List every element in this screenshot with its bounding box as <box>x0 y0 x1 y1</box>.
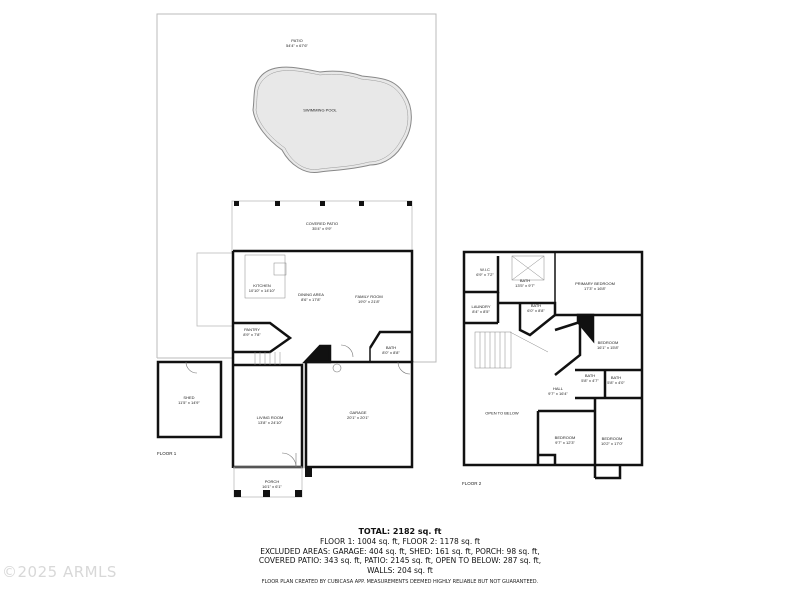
floor1-label: FLOOR 1 <box>157 451 177 456</box>
walls-area: WALLS: 204 sq. ft <box>367 565 433 575</box>
copyright-icon: © <box>2 563 18 581</box>
floor2-walls <box>462 250 644 480</box>
porch <box>233 466 312 498</box>
floor1-walls <box>231 249 414 469</box>
total-area: TOTAL: 2182 sq. ft <box>358 527 442 536</box>
patio-outline <box>156 13 437 363</box>
floor2-label: FLOOR 2 <box>462 481 482 486</box>
excluded-areas-2: COVERED PATIO: 343 sq. ft, PATIO: 2145 s… <box>258 556 542 566</box>
excluded-areas-1: EXCLUDED AREAS: GARAGE: 404 sq. ft, SHED… <box>260 546 540 556</box>
disclaimer: FLOOR PLAN CREATED BY CUBICASA APP. MEAS… <box>261 579 539 585</box>
area-summary: TOTAL: 2182 sq. ft FLOOR 1: 1004 sq. ft,… <box>0 527 800 575</box>
watermark: ©2025 ARMLS <box>2 563 117 581</box>
room-label-swimming-pool: SWIMMING POOL <box>303 107 337 113</box>
room-label-open-to-below: OPEN TO BELOW <box>485 410 519 416</box>
shed-walls <box>156 360 223 439</box>
floor-areas: FLOOR 1: 1004 sq. ft, FLOOR 2: 1178 sq. … <box>319 537 481 546</box>
swimming-pool <box>252 66 412 174</box>
